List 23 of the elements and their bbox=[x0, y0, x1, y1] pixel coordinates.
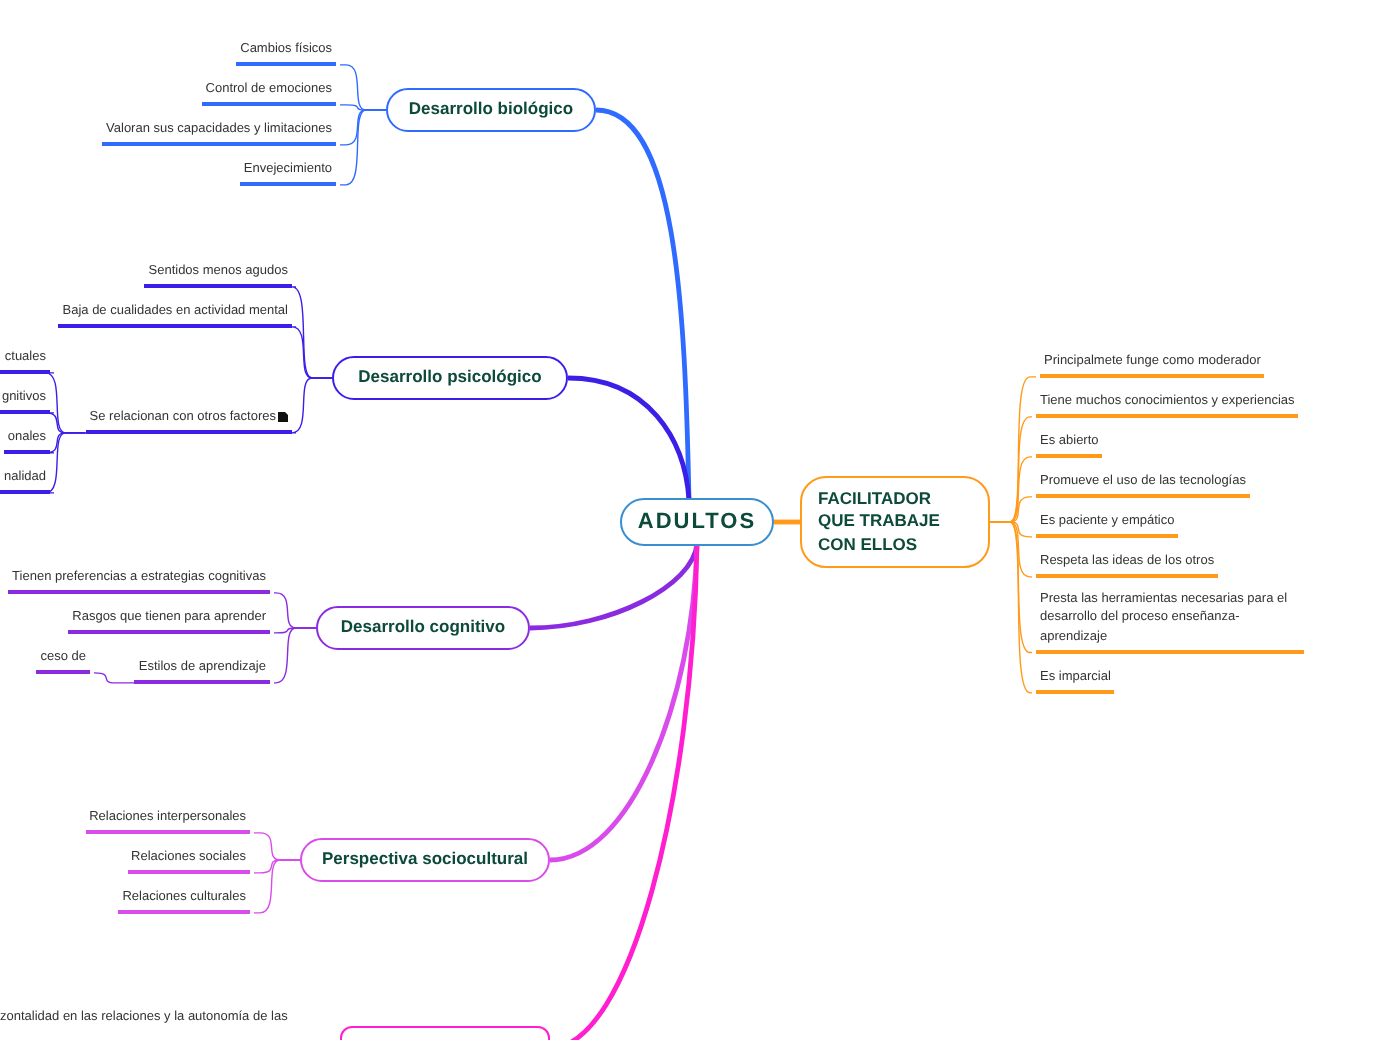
branch-connector bbox=[567, 375, 692, 501]
branch-connector bbox=[253, 859, 301, 914]
topic-label: ADULTOS bbox=[637, 507, 757, 537]
branch-connector bbox=[44, 432, 87, 494]
branch-item bbox=[85, 408, 292, 435]
topic-label: Desarrollo psicológico bbox=[358, 366, 542, 390]
branch-connector bbox=[273, 627, 317, 684]
branch-connector bbox=[549, 543, 700, 863]
topic-label: Desarrollo biológico bbox=[408, 98, 574, 122]
topic-label: FACILITADOR QUE TRABAJE CON ELLOS bbox=[818, 487, 942, 557]
branch-connector bbox=[291, 377, 333, 434]
branch-connector bbox=[529, 543, 700, 631]
topic-box bbox=[300, 838, 550, 882]
topic-box bbox=[620, 498, 774, 546]
topic-label: Perspectiva sociocultural bbox=[322, 848, 528, 872]
branch-connector bbox=[339, 109, 387, 186]
topic-label: Desarrollo cognitivo bbox=[340, 616, 506, 640]
topic-box bbox=[332, 356, 568, 400]
topic-box bbox=[386, 88, 596, 132]
topic-box bbox=[800, 476, 990, 568]
branch-connector bbox=[774, 519, 800, 525]
topic-box bbox=[316, 606, 530, 650]
branch-connector bbox=[93, 672, 136, 684]
